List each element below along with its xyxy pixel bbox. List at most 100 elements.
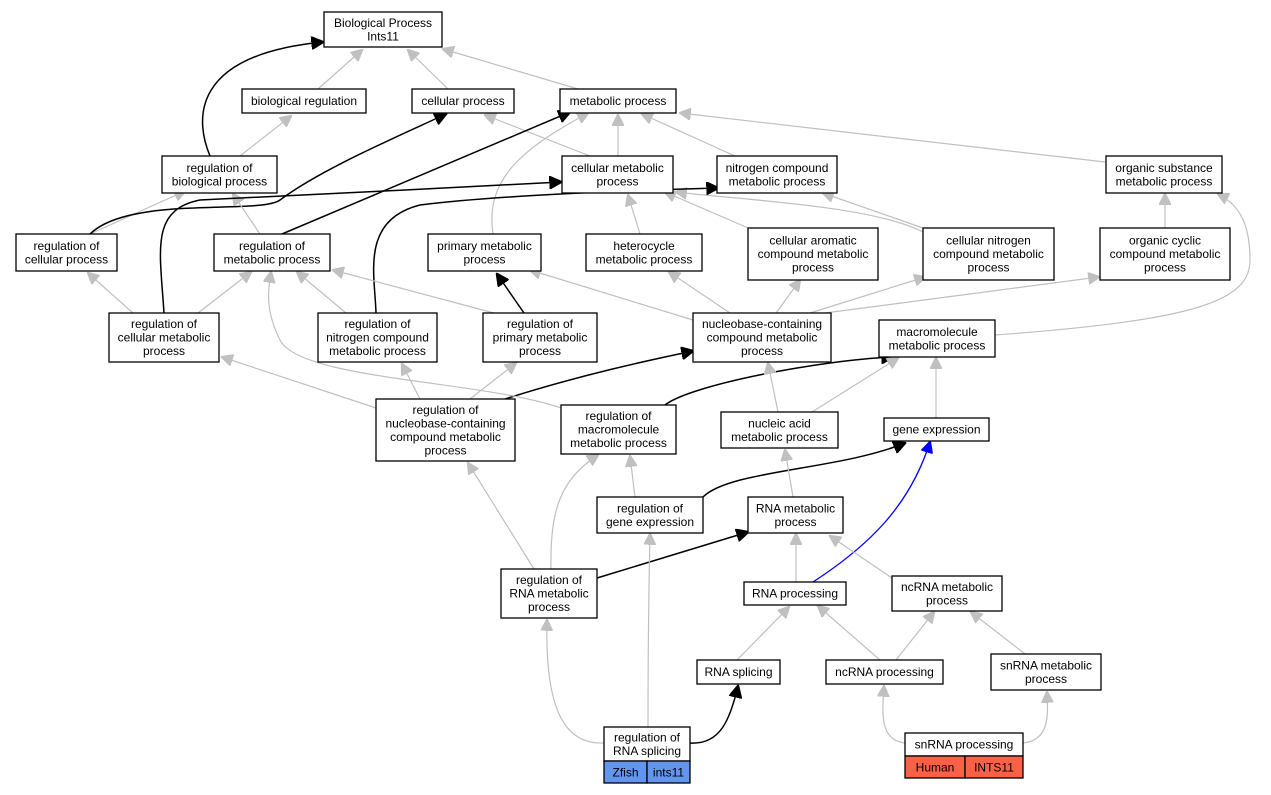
node-box [482, 312, 598, 363]
edge-rna-met-to-nucleic [785, 450, 794, 498]
node-label-line: process [528, 600, 570, 614]
edge-nucleic-to-macro [811, 358, 898, 413]
edge-reg-splice-to-rna-splice [689, 686, 738, 744]
node-label-line: process [596, 174, 638, 188]
edge-reg-cell-to-reg-bio [89, 191, 185, 235]
node-label-line: macromolecule [896, 325, 978, 339]
node-label-line: compound metabolic [933, 247, 1044, 261]
node-box [922, 227, 1055, 281]
node-box [108, 312, 220, 363]
edge-reg-bio-to-bio-reg [239, 116, 291, 157]
node-box [716, 155, 838, 194]
node-box [878, 319, 996, 358]
node-label-line: regulation of [186, 161, 253, 175]
node-box [375, 398, 516, 462]
edge-reg-splice-to-reg-gene [648, 534, 650, 728]
edge-snrna-proc-to-ncrna-proc [883, 686, 906, 744]
edge-reg-cell-met-to-cell-met [159, 182, 561, 314]
edge-reg-splice-to-reg-rna-met [547, 620, 605, 744]
node-label-line: RNA splicing [613, 744, 681, 758]
node-label-line: regulation of [131, 317, 198, 331]
edge-reg-rna-met-to-reg-nucleo [468, 463, 535, 570]
node-label-line: biological process [172, 174, 267, 188]
go-node-bio-reg[interactable]: biological regulation [241, 88, 367, 114]
node-label-line: compound metabolic [758, 247, 869, 261]
node-label-line: process [424, 443, 466, 457]
node-box [213, 233, 331, 272]
node-label-line: regulation of [614, 730, 681, 744]
node-label-line: organic cyclic [1129, 234, 1201, 248]
node-label-line: nitrogen compound [326, 331, 429, 345]
node-label-line: primary metabolic [493, 331, 588, 345]
node-box [603, 726, 691, 762]
go-node-gene-exp[interactable]: gene expression [883, 417, 990, 442]
edge-reg-prim-to-reg-met [333, 270, 495, 314]
node-label-line: compound metabolic [1110, 247, 1221, 261]
node-label-line: regulation of [33, 239, 100, 253]
node-label-line: regulation of [239, 239, 306, 253]
tag-gene-cell [646, 760, 691, 784]
node-label-line: RNA processing [752, 587, 838, 601]
edge-reg-nucleo-to-reg-nitro [402, 364, 421, 400]
node-box [15, 233, 118, 272]
edge-reg-nucleo-to-nucleobase [504, 351, 693, 400]
tag-gene-cell [964, 755, 1024, 779]
node-box [825, 659, 944, 685]
go-node-cell-proc[interactable]: cellular process [411, 88, 515, 114]
go-node-reg-nucleo[interactable]: regulation ofnucleobase-containingcompou… [375, 398, 516, 462]
edge-org-sub-to-met-proc [680, 113, 1106, 163]
edge-reg-cell-to-cell-proc [89, 114, 446, 235]
node-label-line: ncRNA processing [835, 665, 934, 679]
node-label-line: RNA metabolic [509, 587, 588, 601]
node-box [743, 581, 847, 606]
node-label-line: compound metabolic [390, 430, 501, 444]
node-label-line: snRNA processing [915, 738, 1014, 752]
node-label-line: process [143, 344, 185, 358]
edge-nitro-met-to-met-proc [642, 114, 736, 157]
node-label-line: nucleobase-containing [385, 416, 505, 430]
edge-rna-proc-to-gene-exp [812, 442, 930, 583]
edge-reg-nitro-to-reg-met [297, 272, 347, 314]
edge-bio-reg-to-bp-root [317, 50, 362, 90]
edge-reg-nucleo-to-reg-cell-met [222, 357, 377, 409]
node-box [692, 312, 832, 363]
node-label-line: regulation of [585, 409, 652, 423]
edge-nucleobase-to-cell-nitro [809, 277, 925, 314]
go-node-rna-splice[interactable]: RNA splicing [696, 659, 781, 685]
go-node-ncrna-proc[interactable]: ncRNA processing [825, 659, 944, 685]
node-box [883, 417, 990, 442]
node-box [411, 88, 515, 114]
node-label-line: Biological Process [334, 16, 432, 30]
edge-reg-rna-met-to-rna-met [596, 532, 748, 579]
go-node-rna-proc[interactable]: RNA processing [743, 581, 847, 606]
node-box [891, 575, 1003, 612]
go-node-met-proc[interactable]: metabolic process [559, 88, 677, 114]
